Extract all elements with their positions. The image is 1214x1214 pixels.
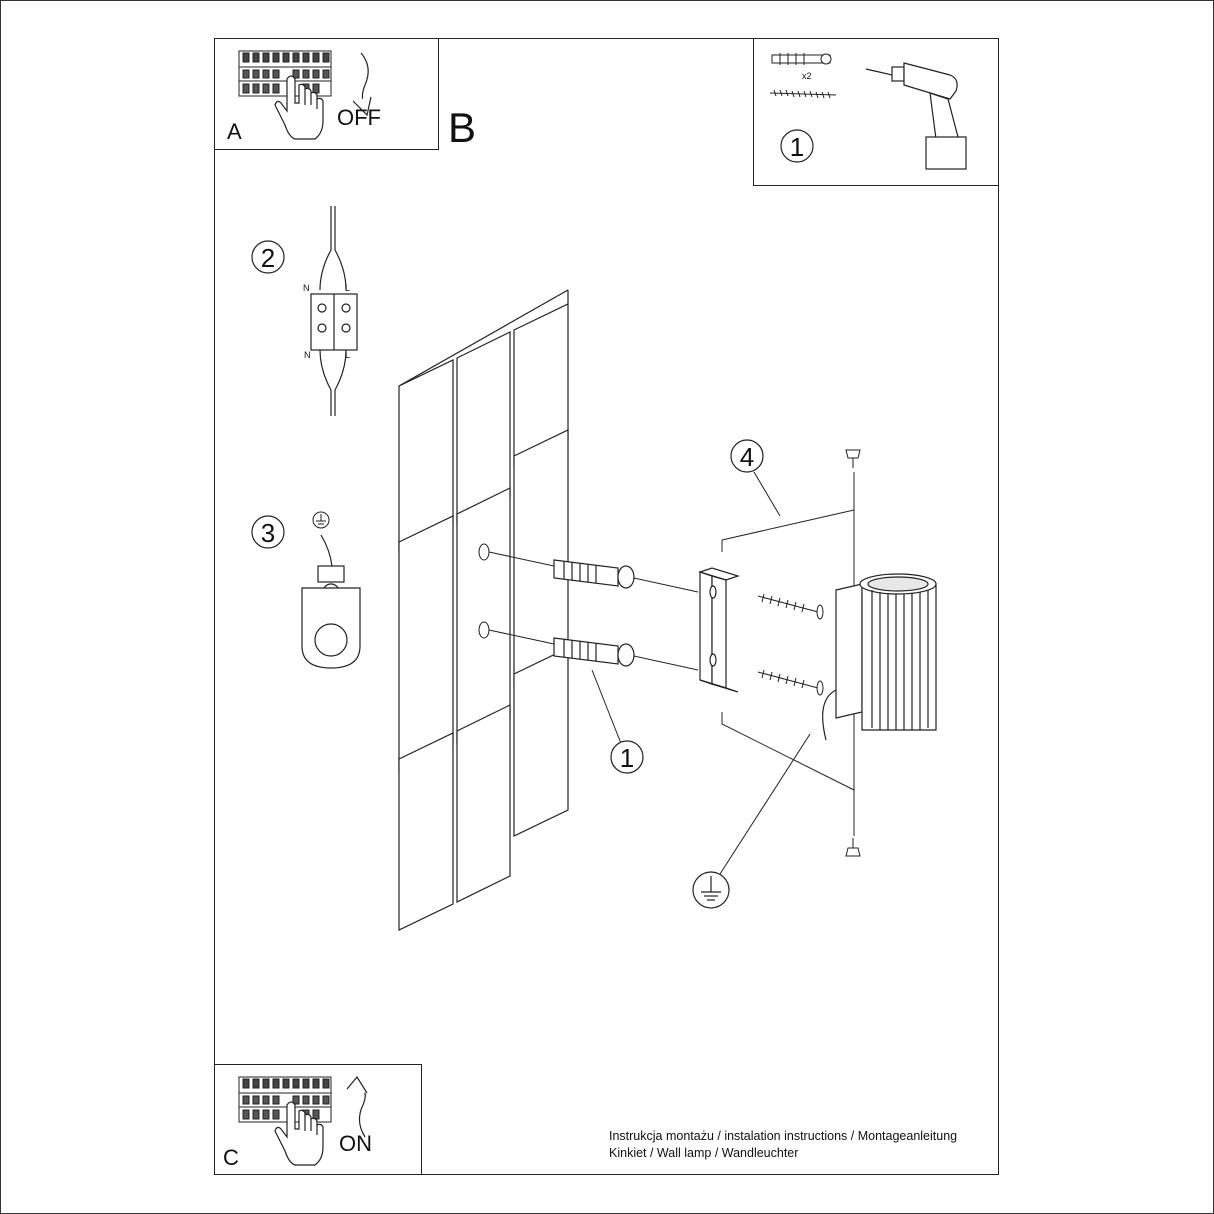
curved-arrow-icon (346, 1075, 368, 1138)
step-1-wall-circle (610, 740, 644, 774)
terminal-block-icon (310, 206, 358, 416)
step-2-number: 2 (261, 243, 275, 273)
ground-icon (312, 511, 330, 529)
ground-terminal-icon (301, 534, 361, 669)
hand-icon (274, 1101, 324, 1166)
drill-icon (865, 62, 967, 170)
footer-product: Kinkiet / Wall lamp / Wandleuchter (609, 1146, 799, 1160)
hand-icon (274, 75, 324, 140)
circuit-breaker-icon (238, 50, 332, 97)
panel-a-power-off: A OFF (214, 38, 439, 150)
step-4-circle (730, 439, 764, 473)
tools-illustration: x2 1 (769, 53, 967, 170)
wall-plug-icon (553, 559, 635, 667)
connector-top-left: N (303, 283, 310, 293)
ground-icon (692, 871, 730, 909)
connector-bottom-right: L (345, 350, 350, 360)
screw-icon (845, 449, 861, 857)
panel-c-letter: C (223, 1145, 239, 1170)
quantity-label: x2 (802, 71, 812, 81)
mounting-bracket-icon (698, 567, 740, 693)
breaker-off-illustration (238, 50, 372, 140)
panel-a-letter: A (227, 119, 242, 144)
wall-plug-icon (771, 53, 832, 65)
step-3-circle (251, 515, 285, 549)
step-3-number: 3 (261, 518, 275, 548)
step-4-number: 4 (740, 442, 754, 472)
installation-diagram: 2 N L N L 3 (251, 206, 937, 931)
curved-arrow-icon (352, 52, 372, 117)
power-off-label: OFF (337, 105, 381, 130)
breaker-on-illustration (238, 1075, 368, 1166)
footer-instructions: Instrukcja montażu / instalation instruc… (609, 1129, 958, 1143)
wall-tiles (398, 289, 569, 931)
tools-panel: x2 1 (753, 38, 999, 186)
connector-bottom-left: N (304, 350, 311, 360)
section-b-letter: B (448, 104, 477, 151)
connector-top-right: L (345, 283, 350, 293)
step-1-circle (780, 129, 814, 163)
step-1-wall-number: 1 (620, 743, 634, 773)
screw-icon (757, 593, 824, 696)
tools-step-number: 1 (790, 132, 804, 162)
panel-c-power-on: C ON (214, 1064, 422, 1175)
circuit-breaker-icon (238, 1076, 332, 1123)
step-2-circle (251, 240, 285, 274)
wall-lamp-icon (822, 573, 937, 741)
instruction-sheet (214, 38, 999, 1175)
power-on-label: ON (339, 1131, 372, 1156)
screw-icon (769, 89, 837, 99)
